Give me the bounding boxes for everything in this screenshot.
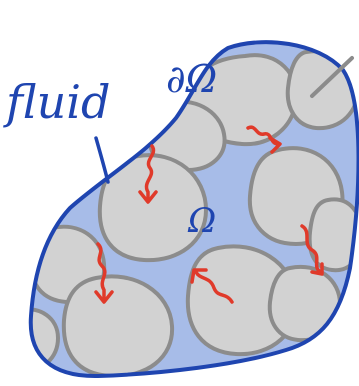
boundary-label: ∂Ω: [166, 57, 217, 101]
fluid-leader-line: [96, 138, 108, 182]
fluid-label: fluid: [3, 75, 110, 129]
grain: [270, 267, 340, 340]
domain-label: Ω: [187, 201, 216, 241]
grain: [64, 276, 172, 376]
